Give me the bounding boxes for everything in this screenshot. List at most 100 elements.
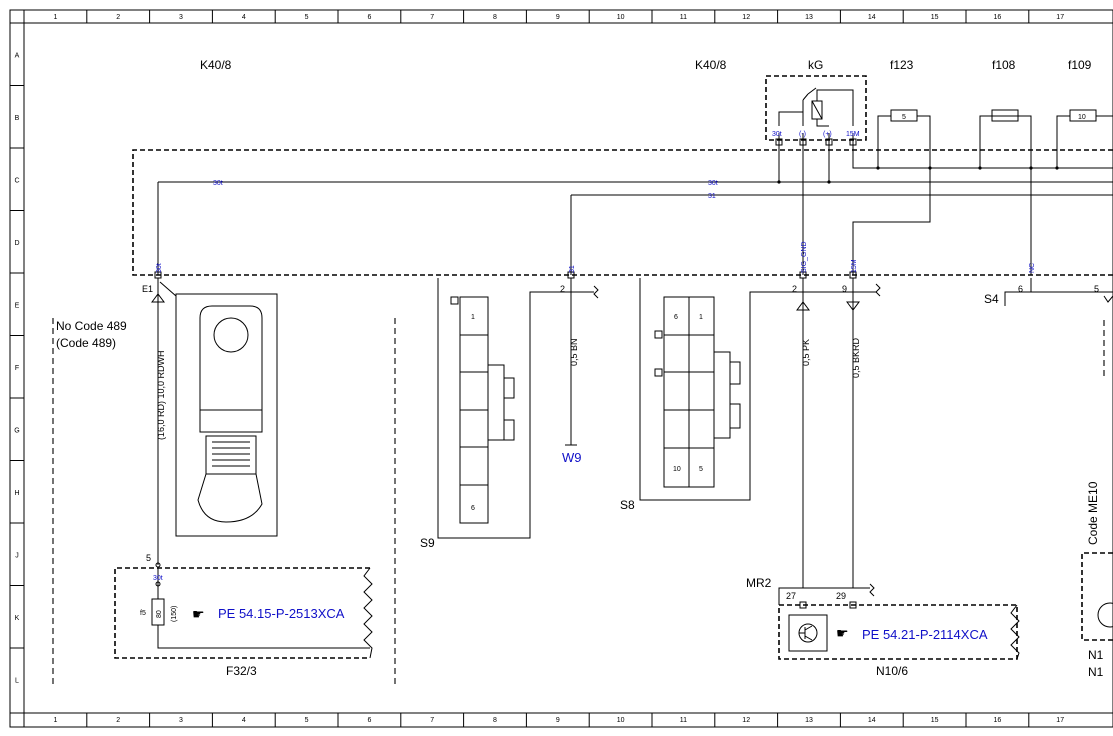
pointing-hand-icon: ☛ xyxy=(192,606,205,622)
code-489-yes: (Code 489) xyxy=(56,336,116,350)
label-f123: f123 xyxy=(890,58,914,72)
label-mr2: MR2 xyxy=(746,576,772,590)
wire-spec-bkrd: 0,5 BKRD xyxy=(851,337,861,378)
connector-s8-tl: 6 xyxy=(674,314,678,321)
e1-wire xyxy=(151,278,165,568)
pin-15m: 15M xyxy=(851,259,858,273)
label-k40-8-right: K40/8 xyxy=(695,58,727,72)
column-label: 4 xyxy=(242,717,246,724)
label-n10-6: N10/6 xyxy=(876,664,908,678)
fuse-f5-alt: (150) xyxy=(171,606,178,622)
row-label: F xyxy=(15,365,19,372)
column-label: 7 xyxy=(430,717,434,724)
pin-s4-6: 6 xyxy=(1018,284,1023,294)
code-489-region xyxy=(52,318,396,686)
pin-s8-2: 2 xyxy=(792,284,797,294)
column-label: 15 xyxy=(931,717,939,724)
fuse-f109 xyxy=(1056,109,1113,150)
column-label: 11 xyxy=(680,14,687,21)
wire-30t-left: 30t xyxy=(213,180,223,187)
label-f32-3: F32/3 xyxy=(226,664,257,678)
labels: K40/8 K40/8 kG f123 f108 f109 5 10 30t (… xyxy=(56,58,1104,679)
kg-pin-30t: 30t xyxy=(772,131,782,138)
label-e1: E1 xyxy=(142,284,153,294)
fuse-f5-name: f5 xyxy=(140,610,146,617)
pin-mr2-27: 27 xyxy=(786,591,796,601)
column-label: 9 xyxy=(556,14,560,21)
column-label: 3 xyxy=(179,717,183,724)
column-label: 12 xyxy=(742,14,750,21)
kg-pin-plus: (+) xyxy=(823,131,832,138)
row-label: G xyxy=(14,427,19,434)
connector-s8-bl: 10 xyxy=(673,466,681,473)
column-label: 13 xyxy=(805,14,813,21)
wire-31: 31 xyxy=(708,193,716,200)
pin-5: 5 xyxy=(146,553,151,563)
code-me10-box xyxy=(1081,552,1113,641)
row-label: C xyxy=(14,177,19,184)
label-s9: S9 xyxy=(420,536,435,550)
column-label: 6 xyxy=(367,14,371,21)
label-kg: kG xyxy=(808,58,823,72)
column-label: 6 xyxy=(367,717,371,724)
label-f108: f108 xyxy=(992,58,1016,72)
column-label: 13 xyxy=(805,717,813,724)
pin-mr2-29: 29 xyxy=(836,591,846,601)
pin-f32-30t: 30t xyxy=(153,575,163,582)
ref-f32-link[interactable]: PE 54.15-P-2513XCA xyxy=(218,606,345,621)
control-unit-boundary xyxy=(132,149,1113,276)
code-489-no: No Code 489 xyxy=(56,319,127,333)
column-label: 14 xyxy=(868,717,876,724)
pointing-hand-icon: ☛ xyxy=(836,625,849,641)
label-f109-value: 10 xyxy=(1078,114,1086,121)
column-label: 9 xyxy=(556,717,560,724)
column-label: 10 xyxy=(617,14,625,21)
fuse-f5-value: 80 xyxy=(156,610,163,618)
pin-e1-30t: 30t xyxy=(156,263,163,273)
row-label: K xyxy=(15,615,20,622)
row-label: D xyxy=(14,240,19,247)
pin-s9-31: 31 xyxy=(569,265,576,273)
wire-spec-pk: 0,5 PK xyxy=(801,339,811,366)
label-f109: f109 xyxy=(1068,58,1092,72)
pin-sig-gnd: SIG_GND xyxy=(801,241,808,273)
column-label: 4 xyxy=(242,14,246,21)
connector-s8-tr: 1 xyxy=(699,314,703,321)
column-grid: 1122334455667788991010111112121313141415… xyxy=(23,10,1064,727)
column-label: 5 xyxy=(305,14,309,21)
kg-relay xyxy=(765,75,867,150)
column-label: 1 xyxy=(53,14,57,21)
row-label: B xyxy=(15,115,20,122)
ref-n10-link[interactable]: PE 54.21-P-2114XCA xyxy=(862,627,988,642)
row-label: A xyxy=(15,52,20,59)
label-s4: S4 xyxy=(984,292,999,306)
fuse-f108 xyxy=(979,109,1032,150)
column-label: 8 xyxy=(493,717,497,724)
column-label: 1 xyxy=(53,717,57,724)
column-label: 16 xyxy=(994,14,1002,21)
column-label: 10 xyxy=(617,717,625,724)
wire-spec-bn: 0,5 BN xyxy=(569,338,579,366)
kg-pin-15m: 15M xyxy=(846,131,860,138)
frame xyxy=(9,9,1113,728)
column-label: 5 xyxy=(305,717,309,724)
column-label: 2 xyxy=(116,14,120,21)
connector-s9-bottom: 6 xyxy=(471,505,475,512)
pin-s4-5: 5 xyxy=(1094,284,1099,294)
label-f123-value: 5 xyxy=(902,114,906,121)
pin-s8-9: 9 xyxy=(842,284,847,294)
pin-s9-2: 2 xyxy=(560,284,565,294)
wire-spec-rdwh: (16,0 RD) 10,0 RDWH xyxy=(156,350,166,440)
label-w9: W9 xyxy=(562,450,582,465)
connector-s8-br: 5 xyxy=(699,466,703,473)
column-label: 11 xyxy=(680,717,687,724)
row-label: E xyxy=(15,302,20,309)
fuse-f123 xyxy=(877,109,931,150)
column-label: 16 xyxy=(994,717,1002,724)
column-label: 7 xyxy=(430,14,434,21)
column-label: 17 xyxy=(1056,14,1064,21)
row-label: L xyxy=(15,677,19,684)
pin-nc: NC xyxy=(1029,263,1036,273)
